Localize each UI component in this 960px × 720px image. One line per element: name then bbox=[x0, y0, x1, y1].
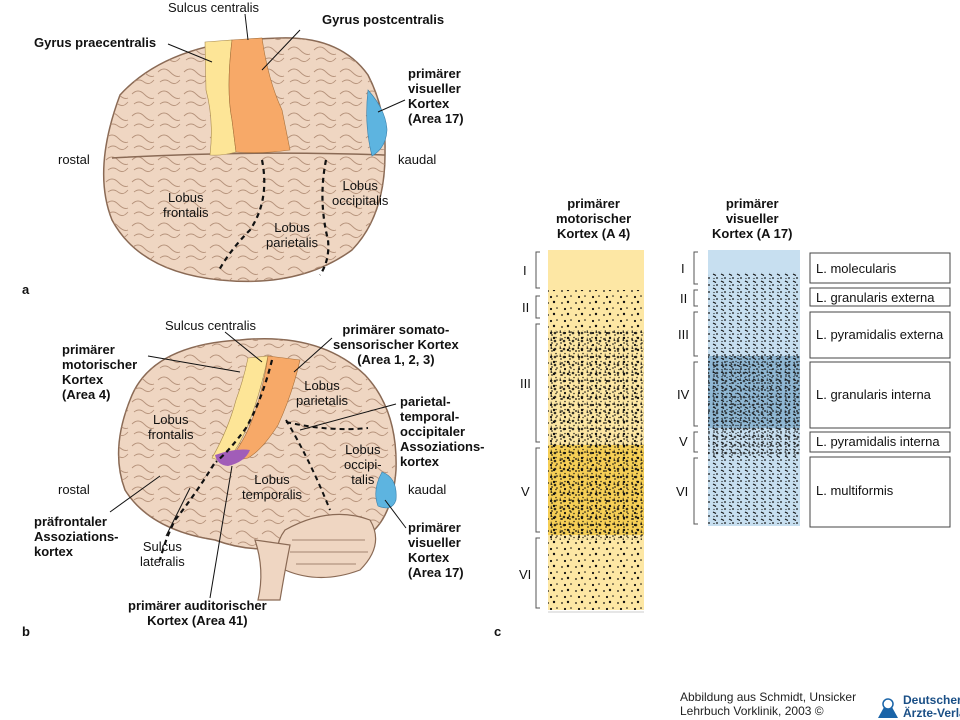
somatosensory-cortex-label: primärer somato- sensorischer Kortex (Ar… bbox=[333, 322, 459, 367]
panel-c-letter: c bbox=[494, 624, 502, 639]
rostal-label-b: rostal bbox=[58, 482, 90, 497]
sulcus-centralis-label-b: Sulcus centralis bbox=[165, 318, 257, 333]
lobus-temporalis-label-b: Lobus temporalis bbox=[242, 472, 302, 502]
lobus-frontalis-label-a: Lobus frontalis bbox=[163, 190, 209, 220]
layer-name: L. pyramidalis externa bbox=[816, 327, 944, 342]
gyrus-postcentralis-area bbox=[228, 37, 291, 153]
lobus-occipitalis-label-b: Lobus occipi- talis bbox=[344, 442, 382, 487]
sulcus-lateralis-label: Sulcus lateralis bbox=[140, 539, 185, 569]
prefrontal-cortex-label: präfrontaler Assoziations- kortex bbox=[34, 514, 119, 559]
brain-lateral-view bbox=[109, 331, 407, 601]
motor-layer-label: VI bbox=[519, 567, 532, 582]
kaudal-label-b: kaudal bbox=[408, 482, 447, 497]
visual-cortex-area-a bbox=[366, 89, 388, 157]
brain-top-view bbox=[102, 13, 406, 283]
motor-layer-brackets bbox=[535, 251, 540, 609]
brainstem bbox=[254, 539, 291, 601]
sulcus-centralis-label-a: Sulcus centralis bbox=[168, 0, 260, 15]
visual-layer-label: V bbox=[679, 434, 688, 449]
motor-layer-label: I bbox=[523, 263, 527, 278]
auditory-cortex-label: primärer auditorischer Kortex (Area 41) bbox=[128, 598, 267, 628]
visual-layer-label: I bbox=[681, 261, 685, 276]
visual-cortex-column bbox=[708, 250, 800, 526]
motor-layer-label: V bbox=[521, 484, 530, 499]
visual-layer-label: VI bbox=[676, 484, 689, 499]
lobus-parietalis-label-a: Lobus parietalis bbox=[266, 220, 319, 250]
rostal-label-a: rostal bbox=[58, 152, 90, 167]
gyrus-praecentralis-label: Gyrus praecentralis bbox=[34, 35, 157, 50]
motor-layer-label: III bbox=[520, 376, 531, 391]
visual-layer-label: III bbox=[678, 327, 689, 342]
motor-cortex-column bbox=[548, 250, 644, 610]
layer-name: L. granularis interna bbox=[816, 387, 931, 402]
layer-name: L. multiformis bbox=[816, 483, 894, 498]
layer-name: L. molecularis bbox=[816, 261, 897, 276]
panel-b-letter: b bbox=[22, 624, 30, 639]
lobus-occipitalis-label-a: Lobus occipitalis bbox=[332, 178, 389, 208]
layer-name: L. granularis externa bbox=[816, 290, 935, 305]
publisher-logo: Deutscher Ärzte-Verlag bbox=[876, 694, 960, 720]
lobus-parietalis-label-b: Lobus parietalis bbox=[296, 378, 349, 408]
gyrus-postcentralis-label: Gyrus postcentralis bbox=[322, 12, 445, 27]
motor-cortex-label: primärer motorischer Kortex (Area 4) bbox=[62, 342, 138, 402]
visual-column-title: primärer visueller Kortex (A 17) bbox=[712, 196, 793, 241]
visual-cortex-label-a: primärer visueller Kortex (Area 17) bbox=[408, 66, 464, 126]
visual-layer-label: IV bbox=[677, 387, 690, 402]
visual-layer-brackets bbox=[693, 251, 698, 525]
kaudal-label-a: kaudal bbox=[398, 152, 437, 167]
auditory-cortex-area bbox=[215, 449, 250, 466]
panel-a-letter: a bbox=[22, 282, 30, 297]
visual-cortex-label-b: primärer visueller Kortex (Area 17) bbox=[408, 520, 464, 580]
association-cortex-pto-label: parietal- temporal- occipitaler Assoziat… bbox=[400, 394, 485, 469]
figure-credit: Abbildung aus Schmidt, Unsicker Lehrbuch… bbox=[680, 690, 857, 718]
motor-layer-label: II bbox=[522, 300, 530, 315]
visual-cortex-area-b bbox=[375, 471, 397, 509]
layer-name-boxes bbox=[809, 252, 951, 528]
lobus-frontalis-label-b: Lobus frontalis bbox=[148, 412, 194, 442]
motor-column-title: primärer motorischer Kortex (A 4) bbox=[556, 196, 632, 241]
publisher-logo-icon bbox=[878, 698, 898, 718]
publisher-name: Deutscher Ärzte-Verlag bbox=[903, 693, 960, 720]
layer-name: L. pyramidalis interna bbox=[816, 434, 940, 449]
visual-layer-label: II bbox=[680, 291, 688, 306]
